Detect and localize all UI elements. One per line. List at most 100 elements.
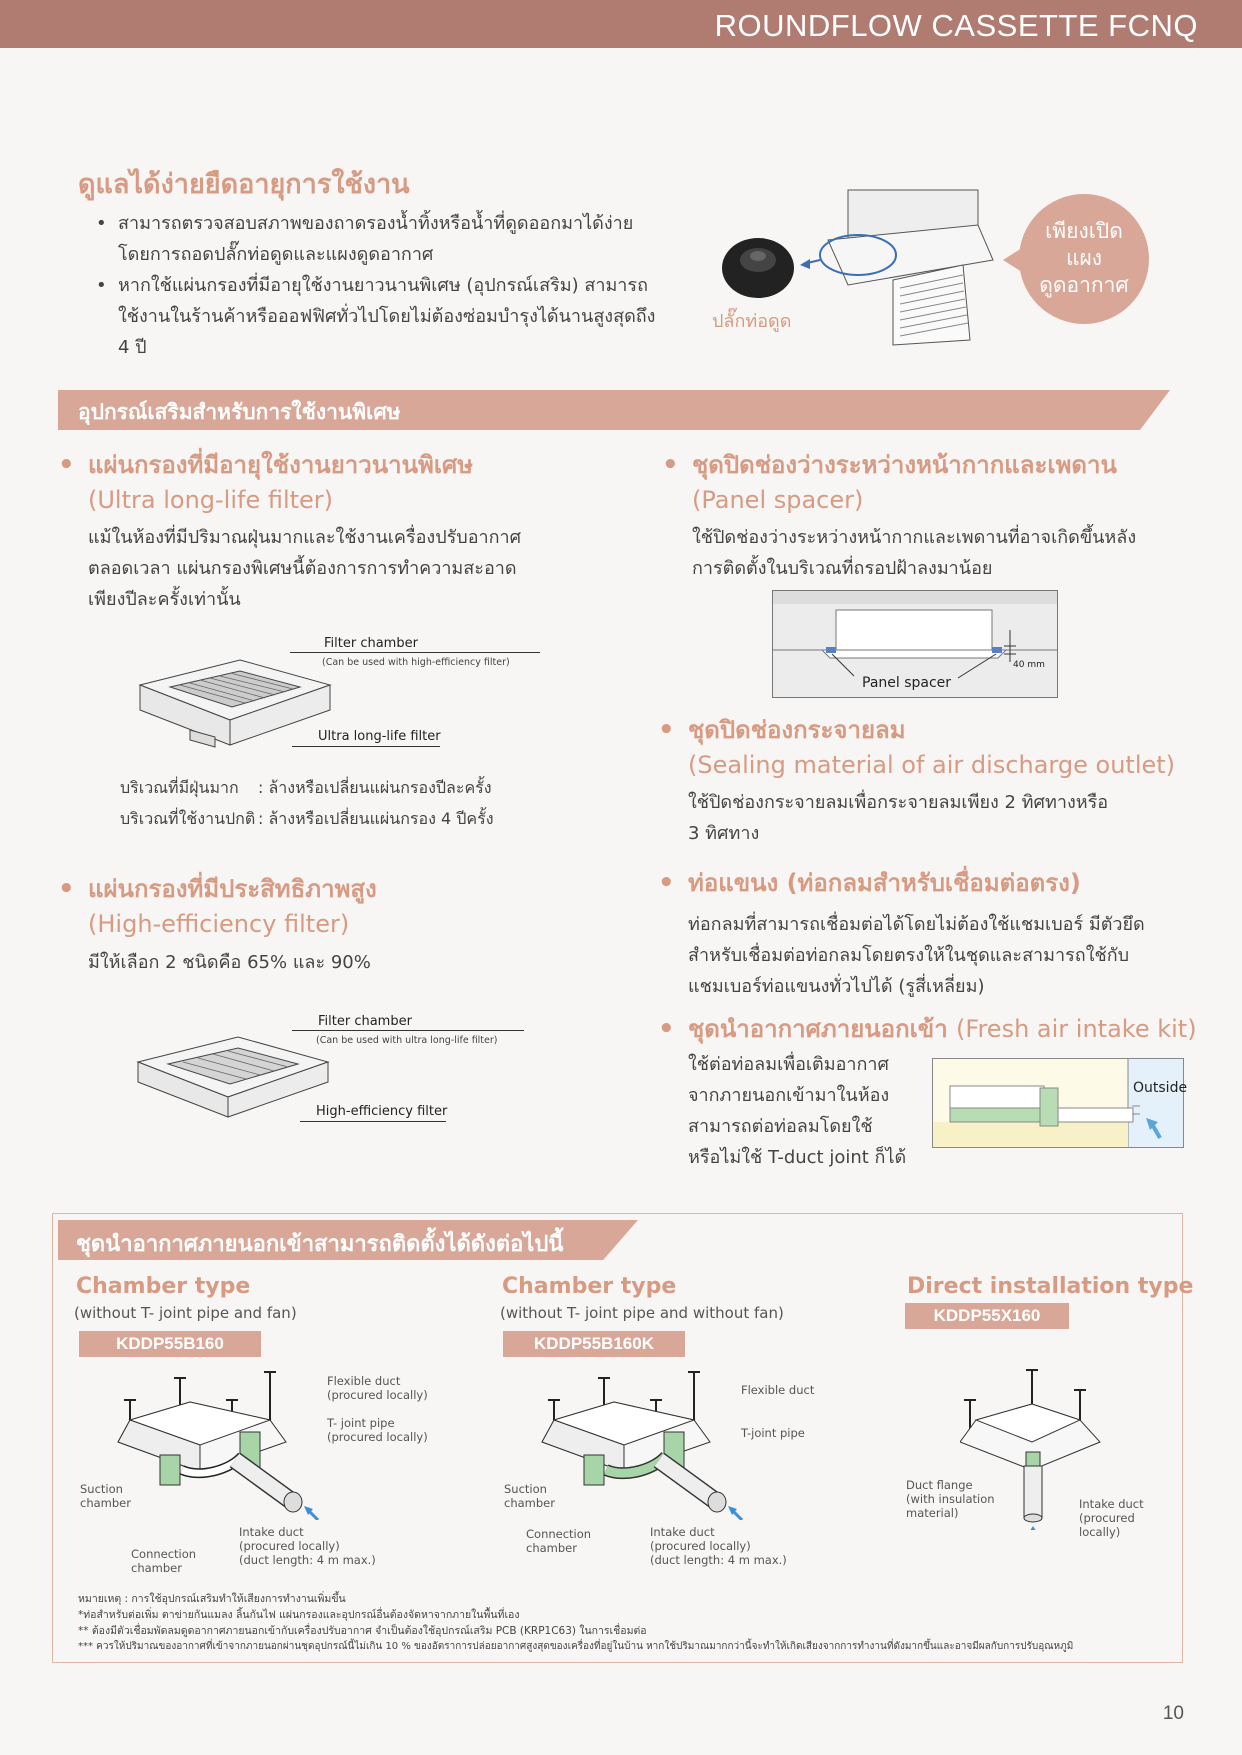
- type1-model: KDDP55B160: [79, 1331, 261, 1357]
- high-chamber-label: Filter chamber: [318, 1014, 412, 1029]
- t1-tjoint-label: T- joint pipe(procured locally): [327, 1416, 428, 1444]
- branch-duct-line-3: แชมเบอร์ท่อแขนงทั่วไปได้ (รูสี่เหลี่ยม): [688, 976, 985, 997]
- ultra-filter-line-3: เพียงปีละครั้งเท่านั้น: [88, 589, 241, 610]
- dusty-value: : ล้างหรือเปลี่ยนแผ่นกรองปีละครั้ง: [258, 778, 492, 797]
- high-chamber-note: (Can be used with ultra long-life filter…: [316, 1035, 498, 1046]
- t1-in-2: (procured locally): [239, 1539, 340, 1553]
- ultra-filter-line-1: แม้ในห้องที่มีปริมาณฝุ่นมากและใช้งานเครื…: [88, 527, 522, 548]
- sealing-line-2: 3 ทิศทาง: [688, 823, 760, 844]
- fresh-air-heading: • ชุดนำอากาศภายนอกเข้า (Fresh air intake…: [658, 1012, 1197, 1046]
- note-3: *** ควรให้ปริมาณของอากาศที่เข้าจากภายนอก…: [78, 1641, 1074, 1652]
- installation-box: [52, 1213, 1183, 1663]
- t2-flex-label: Flexible duct: [741, 1383, 815, 1397]
- bullet-dot: •: [662, 450, 679, 480]
- fresh-air-line-3: สามารถต่อท่อลมโดยใช้: [688, 1116, 873, 1137]
- t1-con-1: Connection: [131, 1547, 197, 1561]
- dusty-row: บริเวณที่มีฝุ่นมาก : ล้างหรือเปลี่ยนแผ่นก…: [120, 772, 494, 803]
- t2-in-2: (procured locally): [650, 1539, 751, 1553]
- bubble-tail: [1003, 246, 1025, 274]
- t2-intake-label: Intake duct(procured locally)(duct lengt…: [650, 1525, 787, 1567]
- t2-suc-2: chamber: [504, 1496, 555, 1510]
- note-2: ** ต้องมีตัวเชื่อมพัดลมดูดอากาศภายนอกเข้…: [78, 1625, 647, 1637]
- type3-model: KDDP55X160: [905, 1303, 1069, 1329]
- maintenance-bullet-2: หากใช้แผ่นกรองที่มีอายุใช้งานยาวนานพิเศษ…: [92, 270, 672, 363]
- panel-spacer-dim: 40 mm: [1013, 660, 1045, 670]
- t2-tjoint-label: T-joint pipe: [741, 1426, 805, 1440]
- fresh-air-illustration: [932, 1058, 1184, 1148]
- maintenance-heading: ดูแลได้ง่ายยืดอายุการใช้งาน: [78, 169, 410, 200]
- type2-diagram: [541, 1371, 744, 1520]
- type2-model: KDDP55B160K: [503, 1331, 685, 1357]
- fresh-air-line-2: จากภายนอกเข้ามาในห้อง: [688, 1085, 890, 1106]
- ultra-chamber-leader: [290, 652, 540, 653]
- normal-label: บริเวณที่ใช้งานปกติ: [120, 809, 256, 828]
- maintenance-bullet-2-line-3: 4 ปี: [118, 337, 147, 358]
- panel-spacer-line-2: การติดตั้งในบริเวณที่ถรอปฝ้าลงมาน้อย: [692, 558, 993, 579]
- ultra-filter-leader: [292, 746, 440, 747]
- high-filter-illustration: [136, 1036, 330, 1118]
- type3-title: Direct installation type: [907, 1274, 1194, 1299]
- bullet-dot: •: [58, 874, 75, 904]
- sealing-heading: • ชุดปิดช่องกระจายลม: [658, 713, 906, 747]
- ultra-filter-desc: แม้ในห้องที่มีปริมาณฝุ่นมากและใช้งานเครื…: [88, 522, 521, 615]
- ultra-chamber-label: Filter chamber: [324, 636, 418, 651]
- sealing-heading-text: ชุดปิดช่องกระจายลม: [688, 716, 906, 744]
- sealing-sub: (Sealing material of air discharge outle…: [688, 751, 1176, 779]
- ultra-filter-label: Ultra long-life filter: [318, 729, 441, 744]
- installation-band: ชุดนำอากาศภายนอกเข้าสามารถติดตั้งได้ดังต…: [58, 1220, 638, 1260]
- panel-spacer-sub: (Panel spacer): [692, 486, 864, 514]
- sealing-line-1: ใช้ปิดช่องกระจายลมเพื่อกระจายลมเพียง 2 ท…: [688, 792, 1109, 813]
- maintenance-bullets: สามารถตรวจสอบสภาพของถาดรองน้ำทิ้งหรือน้ำ…: [92, 208, 672, 363]
- t3-in-2: (procured: [1079, 1511, 1135, 1525]
- note-0: หมายเหตุ : การใช้อุปกรณ์เสริมทำให้เสียงก…: [78, 1593, 346, 1605]
- ultra-filter-sub: (Ultra long-life filter): [88, 486, 334, 514]
- header-bar: ROUNDFLOW CASSETTE FCNQ: [0, 0, 1242, 48]
- panel-spacer-line-1: ใช้ปิดช่องว่างระหว่างหน้ากากและเพดานที่อ…: [692, 527, 1137, 548]
- dusty-label: บริเวณที่มีฝุ่นมาก: [120, 778, 239, 797]
- fresh-air-heading-en: (Fresh air intake kit): [956, 1015, 1197, 1043]
- t2-in-3: (duct length: 4 m max.): [650, 1553, 787, 1567]
- bullet-dot: •: [658, 868, 675, 898]
- bullet-dot: •: [658, 715, 675, 745]
- maintenance-bullet-1-line-1: สามารถตรวจสอบสภาพของถาดรองน้ำทิ้งหรือน้ำ…: [118, 213, 634, 234]
- t1-in-3: (duct length: 4 m max.): [239, 1553, 376, 1567]
- open-panel-bubble: เพียงเปิด แผง ดูดอากาศ: [1003, 194, 1149, 324]
- branch-duct-heading-text: ท่อแขนง (ท่อกลมสำหรับเชื่อมต่อตรง): [688, 869, 1081, 897]
- t1-tj-2: (procured locally): [327, 1430, 428, 1444]
- ultra-filter-line-2: ตลอดเวลา แผ่นกรองพิเศษนี้ต้องการการทำควา…: [88, 558, 517, 579]
- cassette-plug-illustration: [722, 189, 994, 346]
- high-filter-desc: มีให้เลือก 2 ชนิดคือ 65% และ 90%: [88, 952, 371, 973]
- fresh-air-heading-text: ชุดนำอากาศภายนอกเข้า: [688, 1015, 948, 1043]
- type1-sub: (without T- joint pipe and fan): [74, 1304, 297, 1322]
- installation-band-label: ชุดนำอากาศภายนอกเข้าสามารถติดตั้งได้ดังต…: [76, 1232, 564, 1257]
- t3-fl-2: (with insulation: [906, 1492, 995, 1506]
- type2-title: Chamber type: [502, 1274, 677, 1299]
- type3-diagram: [960, 1369, 1101, 1530]
- t1-in-1: Intake duct: [239, 1525, 304, 1539]
- footnotes: หมายเหตุ : การใช้อุปกรณ์เสริมทำให้เสียงก…: [78, 1591, 1178, 1655]
- normal-row: บริเวณที่ใช้งานปกติ: ล้างหรือเปลี่ยนแผ่น…: [120, 803, 494, 834]
- options-band-label: อุปกรณ์เสริมสำหรับการใช้งานพิเศษ: [78, 400, 401, 424]
- t2-con-2: chamber: [526, 1541, 577, 1555]
- t3-in-3: locally): [1079, 1525, 1121, 1539]
- branch-duct-line-2: สำหรับเชื่อมต่อท่อกลมโดยตรงให้ในชุดและสา…: [688, 945, 1130, 966]
- panel-spacer-illustration: [772, 590, 1058, 698]
- panel-spacer-desc: ใช้ปิดช่องว่างระหว่างหน้ากากและเพดานที่อ…: [692, 522, 1136, 584]
- branch-duct-line-1: ท่อกลมที่สามารถเชื่อมต่อได้โดยไม่ต้องใช้…: [688, 914, 1145, 935]
- ultra-chamber-note: (Can be used with high-efficiency filter…: [322, 657, 510, 668]
- panel-spacer-heading: • ชุดปิดช่องว่างระหว่างหน้ากากและเพดาน: [662, 448, 1117, 482]
- panel-spacer-heading-text: ชุดปิดช่องว่างระหว่างหน้ากากและเพดาน: [692, 451, 1117, 479]
- t2-in-1: Intake duct: [650, 1525, 715, 1539]
- bubble-line-3: ดูดอากาศ: [1039, 273, 1129, 297]
- fresh-air-desc: ใช้ต่อท่อลมเพื่อเติมอากาศ จากภายนอกเข้าม…: [688, 1049, 906, 1173]
- t1-suc-1: Suction: [80, 1482, 123, 1496]
- plug-label: ปลั๊กท่อดูด: [712, 311, 792, 332]
- bullet-dot: •: [58, 450, 75, 480]
- high-filter-heading: • แผ่นกรองที่มีประสิทธิภาพสูง: [58, 872, 377, 906]
- normal-value: : ล้างหรือเปลี่ยนแผ่นกรอง 4 ปีครั้ง: [258, 809, 494, 828]
- page-number: 10: [1162, 1703, 1184, 1724]
